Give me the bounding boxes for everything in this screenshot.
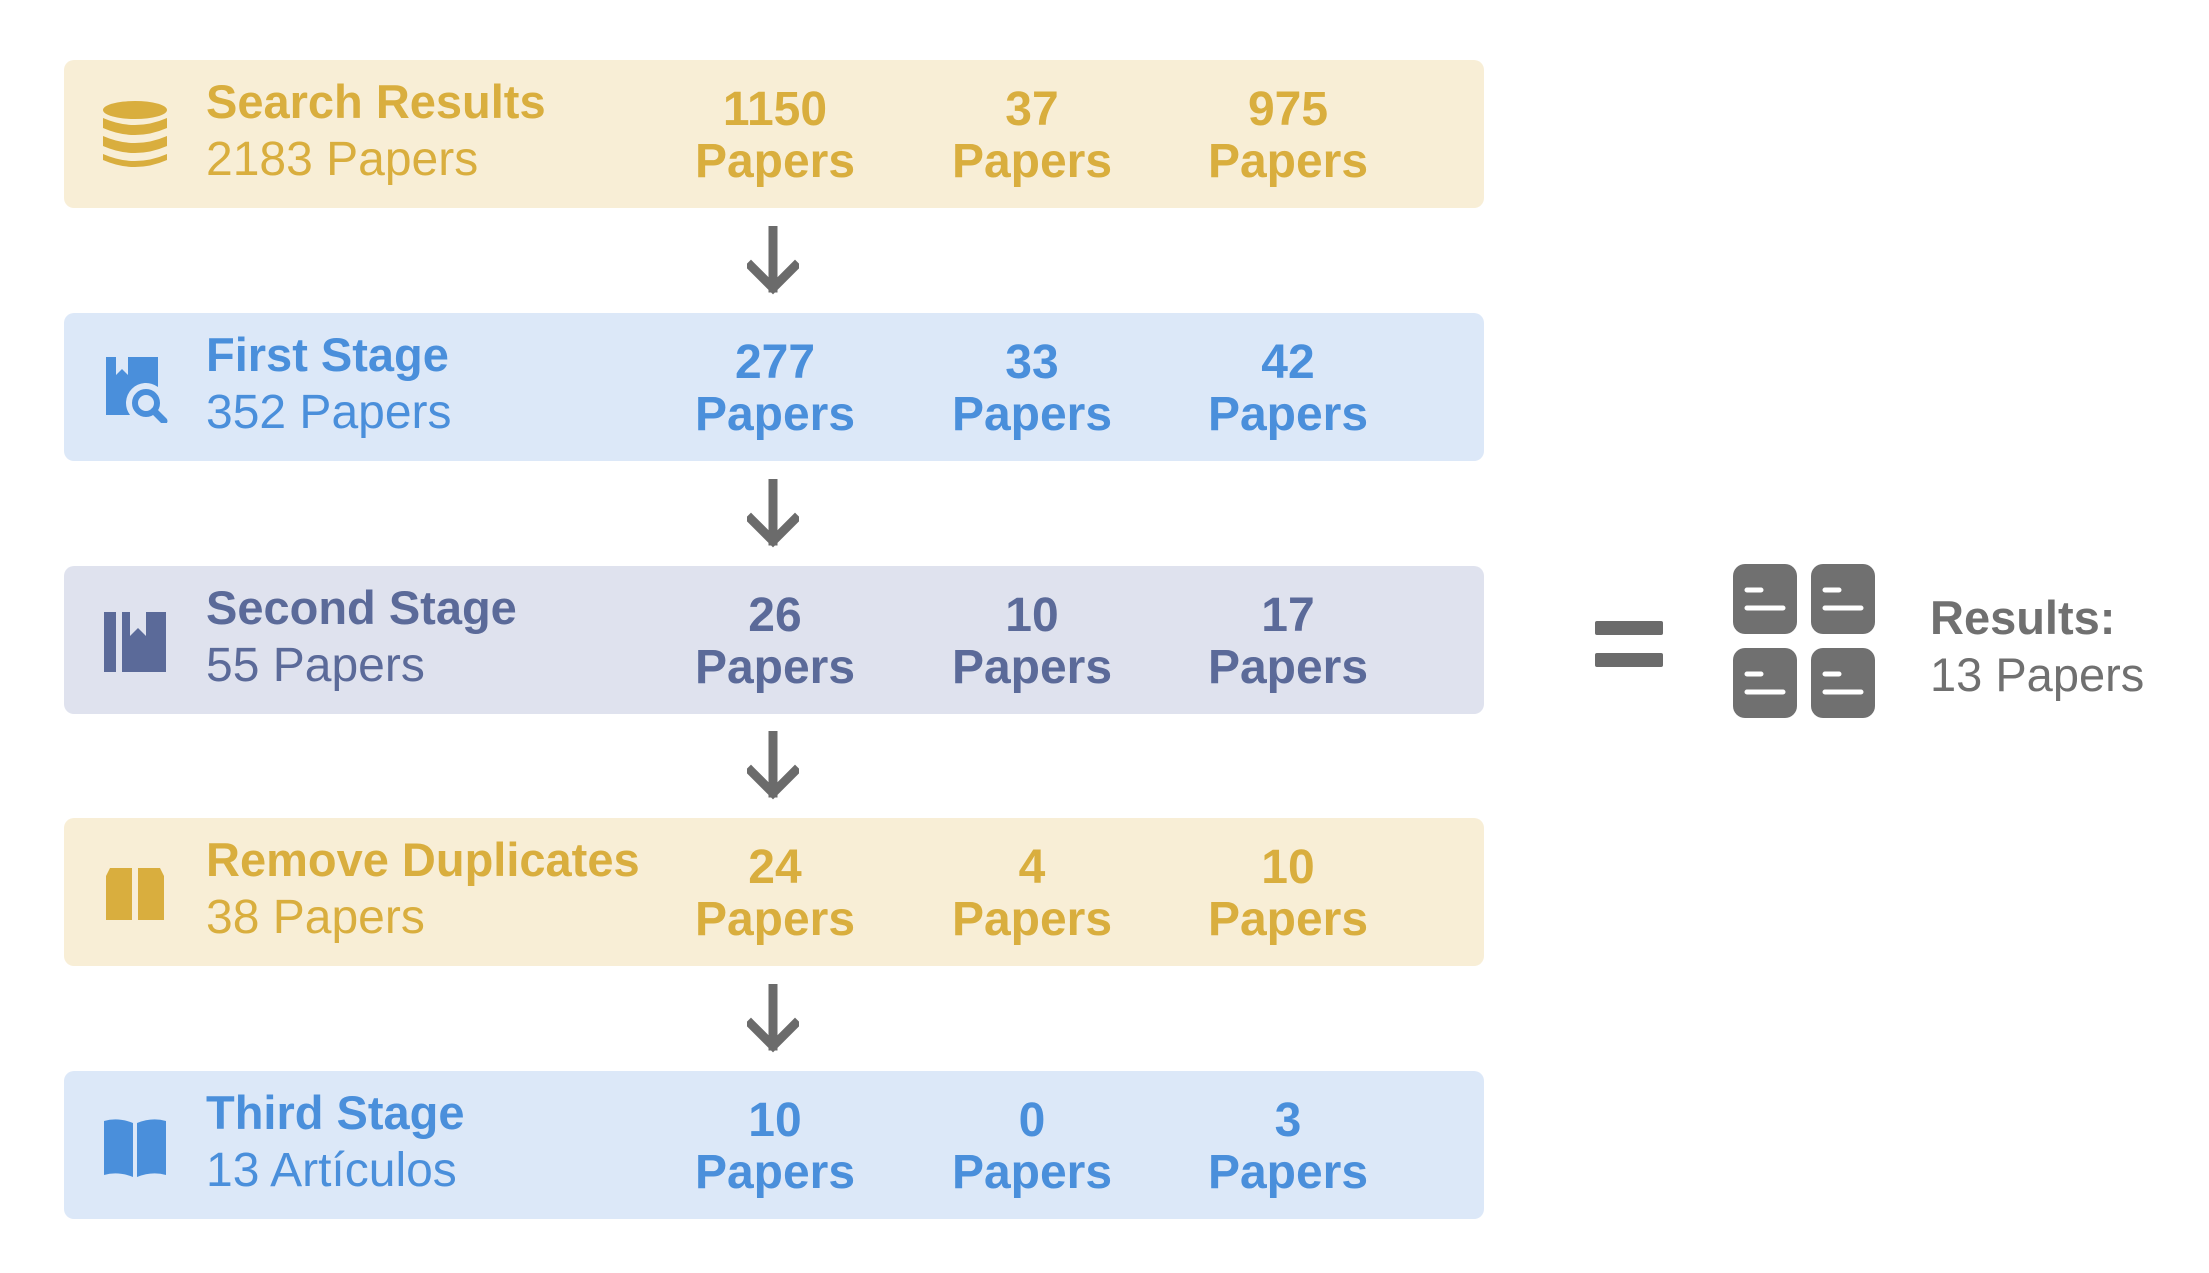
stage-subtitle: 13 Artículos [206,1144,457,1197]
documents-grid-icon [1733,564,1875,718]
book-search-icon [106,357,168,423]
box-icon [106,868,164,920]
stage-subtitle: 2183 Papers [206,133,479,186]
results-value: 13 Papers [1930,648,2145,701]
stage-title: Third Stage [206,1086,465,1139]
equals-icon [1595,621,1663,667]
stage-subtitle: 55 Papers [206,639,425,692]
down-arrow-icon [747,479,799,548]
database-icon [103,101,167,167]
down-arrow-icon [747,984,799,1053]
stage-subtitle: 352 Papers [206,386,452,439]
down-arrow-icon [747,731,799,800]
down-arrow-icon [747,226,799,295]
stage-title: First Stage [206,328,449,381]
open-book-icon [104,1119,166,1177]
results-label: Results: [1930,591,2116,644]
stage-title: Second Stage [206,581,517,634]
bookmark-books-icon [104,612,166,672]
stage-title: Remove Duplicates [206,833,640,886]
stage-subtitle: 38 Papers [206,891,425,944]
stage-title: Search Results [206,75,546,128]
